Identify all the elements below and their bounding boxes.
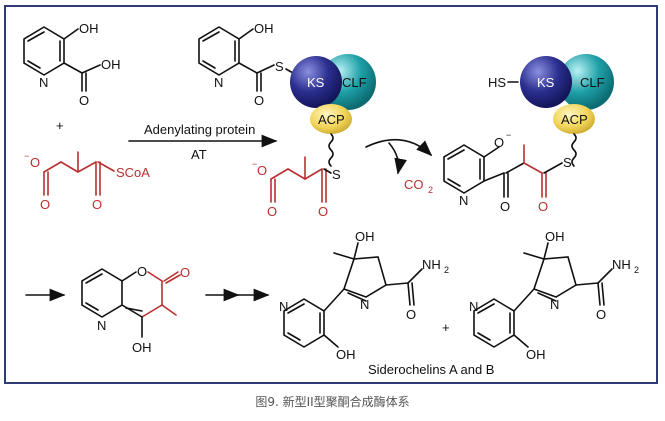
tertiary-oh-label-b: OH <box>545 229 565 244</box>
ks-domain-1 <box>290 56 342 108</box>
carboxylate-o-label: O <box>30 155 40 170</box>
pyrroline-n-label: N <box>360 297 369 312</box>
phenol-oh-label-b: OH <box>526 347 546 362</box>
hydroxypicolinic-acid: OH N O OH <box>23 21 121 108</box>
carboxylate-charge-2: − <box>252 159 257 169</box>
pyranopyridinone: O O N OH <box>81 264 190 355</box>
thioester-s-label: S <box>275 59 284 74</box>
hydroxyl-label-2: OH <box>254 21 274 36</box>
ring-o-label: O <box>137 264 147 279</box>
pyridine-n-label-6: N <box>97 318 106 333</box>
hydroxyl-label: OH <box>79 21 99 36</box>
phenol-oh-label: OH <box>336 347 356 362</box>
plus-sign-2: + <box>442 320 450 335</box>
pyridine-n-label-b: N <box>469 299 478 314</box>
enol-oh-label: OH <box>132 340 152 355</box>
ketone-o-label: O <box>500 199 510 214</box>
acp-domain-1 <box>310 104 352 134</box>
pyridine-n-label-5: N <box>459 193 468 208</box>
thioester-o-label-2: O <box>318 204 328 219</box>
carboxylate-o2-label: O <box>40 197 50 212</box>
siderochelin-a: OH N NH 2 O N OH <box>279 229 449 362</box>
methylmalonyl-coa: O − O O SCoA <box>24 151 150 212</box>
pyridine-n-label: N <box>39 75 48 90</box>
ks-label-1: KS <box>307 75 325 90</box>
product-name-label: Siderochelins A and B <box>368 362 494 377</box>
scoa-label: SCoA <box>116 165 150 180</box>
pyridine-n-label-7: N <box>279 299 288 314</box>
amide-nh2-label-b: NH <box>612 257 631 272</box>
thioester-s-label-5: S <box>563 155 572 170</box>
carbonyl-o-label: O <box>79 93 89 108</box>
clf-domain-2 <box>558 54 614 110</box>
acp-label-1: ACP <box>318 112 345 127</box>
amide-nh2-label: NH <box>422 257 441 272</box>
acp-domain-2 <box>553 104 595 134</box>
pantetheine-arm-1 <box>328 133 334 167</box>
clf-label-1: CLF <box>342 75 367 90</box>
figure-caption: 图9. 新型II型聚酮合成酶体系 <box>255 395 410 409</box>
thioester-o-label-5: O <box>538 199 548 214</box>
co2-subscript: 2 <box>428 185 433 195</box>
acp-label-2: ACP <box>561 112 588 127</box>
phenolate-o-label: O <box>494 135 504 150</box>
carboxylate-o2-label-2: O <box>267 204 277 219</box>
carbonyl-o-label-2: O <box>254 93 264 108</box>
amide-nh2-sub-b: 2 <box>634 265 639 275</box>
hs-label: HS <box>488 75 506 90</box>
arrow-step2 <box>365 138 433 157</box>
pantetheine-arm-2 <box>571 133 577 167</box>
amide-nh2-sub: 2 <box>444 265 449 275</box>
tertiary-oh-label: OH <box>355 229 375 244</box>
methylmalonyl-acp: O − O O S <box>252 156 341 219</box>
amide-o-label-b: O <box>596 307 606 322</box>
phenolate-charge: − <box>506 130 511 140</box>
thioester-s-label-2: S <box>332 167 341 182</box>
acid-oh-label: OH <box>101 57 121 72</box>
co2-release-arrow <box>388 142 407 175</box>
diketide-intermediate: O − N O O S <box>443 130 572 214</box>
carboxylate-charge: − <box>24 151 29 161</box>
reaction-scheme: OH N O OH + O − O O SCoA Adenylating pro… <box>23 21 639 377</box>
acp-bound-starter: OH N O S <box>198 21 301 108</box>
clf-label-2: CLF <box>580 75 605 90</box>
ks-clf-acp-complex-1: KS CLF ACP <box>290 54 376 134</box>
pyridine-n-label-2: N <box>214 75 223 90</box>
siderochelin-b: OH N NH 2 O N OH <box>469 229 639 362</box>
pyrroline-n-label-b: N <box>550 297 559 312</box>
adenylating-protein-label: Adenylating protein <box>144 122 255 137</box>
co2-label: CO <box>404 177 424 192</box>
amide-o-label: O <box>406 307 416 322</box>
figure-frame: OH N O OH + O − O O SCoA Adenylating pro… <box>4 5 658 384</box>
ks-domain-2 <box>520 56 572 108</box>
at-label: AT <box>191 147 207 162</box>
carboxylate-o-label-2: O <box>257 163 267 178</box>
plus-sign: + <box>56 118 64 133</box>
lactone-o-label: O <box>180 265 190 280</box>
thioester-o-label: O <box>92 197 102 212</box>
ks-clf-acp-complex-2: HS KS CLF ACP <box>488 54 614 167</box>
ks-label-2: KS <box>537 75 555 90</box>
